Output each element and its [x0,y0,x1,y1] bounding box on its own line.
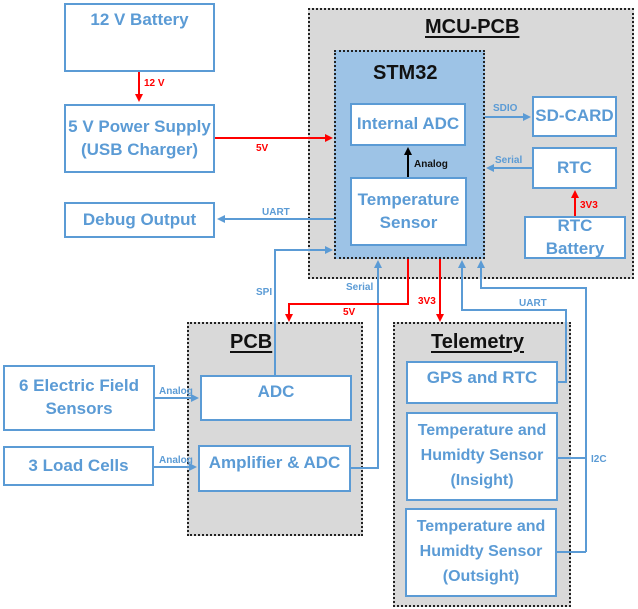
gps-rtc-block[interactable]: GPS and RTC [406,361,558,404]
wire-serial-amp [351,260,382,469]
internal-adc-block[interactable]: Internal ADC [350,103,466,146]
stm32-title: STM32 [373,62,438,84]
wire-uart-gps [458,260,567,383]
label-3v3-tel: 3V3 [418,296,436,307]
label-serial-amp: Serial [346,282,374,293]
label-uart-debug: UART [262,207,290,218]
label-5v-pcb: 5V [343,307,356,318]
label-analog: Analog [414,159,448,170]
th-insight-block[interactable]: Temperature and Humidty Sensor (Insight) [406,412,558,501]
electric-field-sensors-block[interactable]: 6 Electric Field Sensors [3,365,155,431]
label-uart-gps: UART [519,298,547,309]
adc-block[interactable]: ADC [200,375,352,421]
rtc-block[interactable]: RTC [532,147,617,189]
th-outsight-block[interactable]: Temperature and Humidty Sensor (Outsight… [405,508,557,597]
label-i2c: I2C [591,454,607,465]
temperature-sensor-block[interactable]: Temperature Sensor [350,177,467,246]
battery-12v-block[interactable]: 12 V Battery [64,3,215,72]
amplifier-adc-block[interactable]: Amplifier & ADC [198,445,351,492]
load-cells-block[interactable]: 3 Load Cells [3,446,154,486]
label-serial-rtc: Serial [495,155,523,166]
label-sdio: SDIO [493,103,518,114]
label-analog-efs: Analog [159,386,193,397]
label-spi: SPI [256,287,273,298]
pcb-title: PCB [230,331,273,353]
sd-card-block[interactable]: SD-CARD [532,96,617,137]
debug-output-block[interactable]: Debug Output [64,202,215,238]
mcu-pcb-title: MCU-PCB [425,16,520,38]
telemetry-title: Telemetry [431,331,525,353]
rtc-battery-block[interactable]: RTC Battery [524,216,626,259]
label-analog-lc: Analog [159,455,193,466]
wire-5v-pcb [285,259,409,322]
label-3v3-rtc: 3V3 [580,200,598,211]
wire-spi [274,246,333,375]
wire-i2c-bus [477,260,587,552]
power-supply-block[interactable]: 5 V Power Supply (USB Charger) [64,104,215,173]
label-12v: 12 V [144,78,165,89]
label-5v-main: 5V [256,143,269,154]
